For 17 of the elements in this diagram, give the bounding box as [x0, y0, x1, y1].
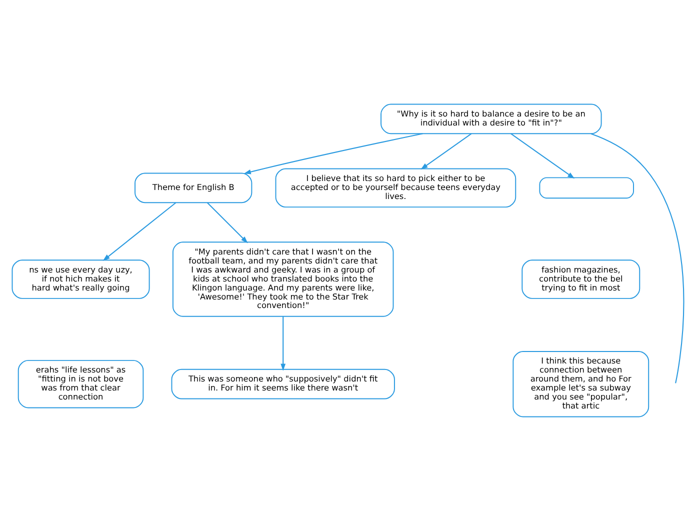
node-box: fashion magazines, contribute to the bel trying to fit in most [522, 259, 640, 298]
node-box: "Why is it so hard to balance a desire to be an individual with a desire to "fit in"?" [380, 103, 602, 134]
node-box: This was someone who "supposively" didn't fit in. For him it seems like there wasn't [171, 368, 395, 399]
node-box: I believe that its so hard to pick either to be accepted or to be yourself because teens everyday lives. [275, 168, 516, 208]
arrow [102, 202, 176, 260]
arrow [207, 202, 248, 243]
node-box [539, 176, 634, 198]
node-box: ns we use every day uzy, if not hich makes it hard what's really going [12, 259, 150, 298]
connector [590, 132, 684, 383]
node-box: "My parents didn't care that I wasn't on the football team, and my parents didn't care that I was awkward and geeky. I was in a group of kids at school who translated books into the Klingon language. And my parents were like, 'Awesome!' They took me to the Star Trek convention!" [172, 241, 394, 316]
node-box: erahs "life lessons" as "fitting in is not bove was from that clear connection [18, 359, 144, 408]
arrow [280, 316, 286, 370]
arrow [244, 132, 423, 174]
node-box: Theme for English B [134, 172, 252, 203]
node-box: I think this because connection between around them, and ho For example let's sa subway and you see "popular", that artic [512, 350, 650, 417]
arrow [510, 132, 575, 178]
arrow [420, 132, 472, 169]
